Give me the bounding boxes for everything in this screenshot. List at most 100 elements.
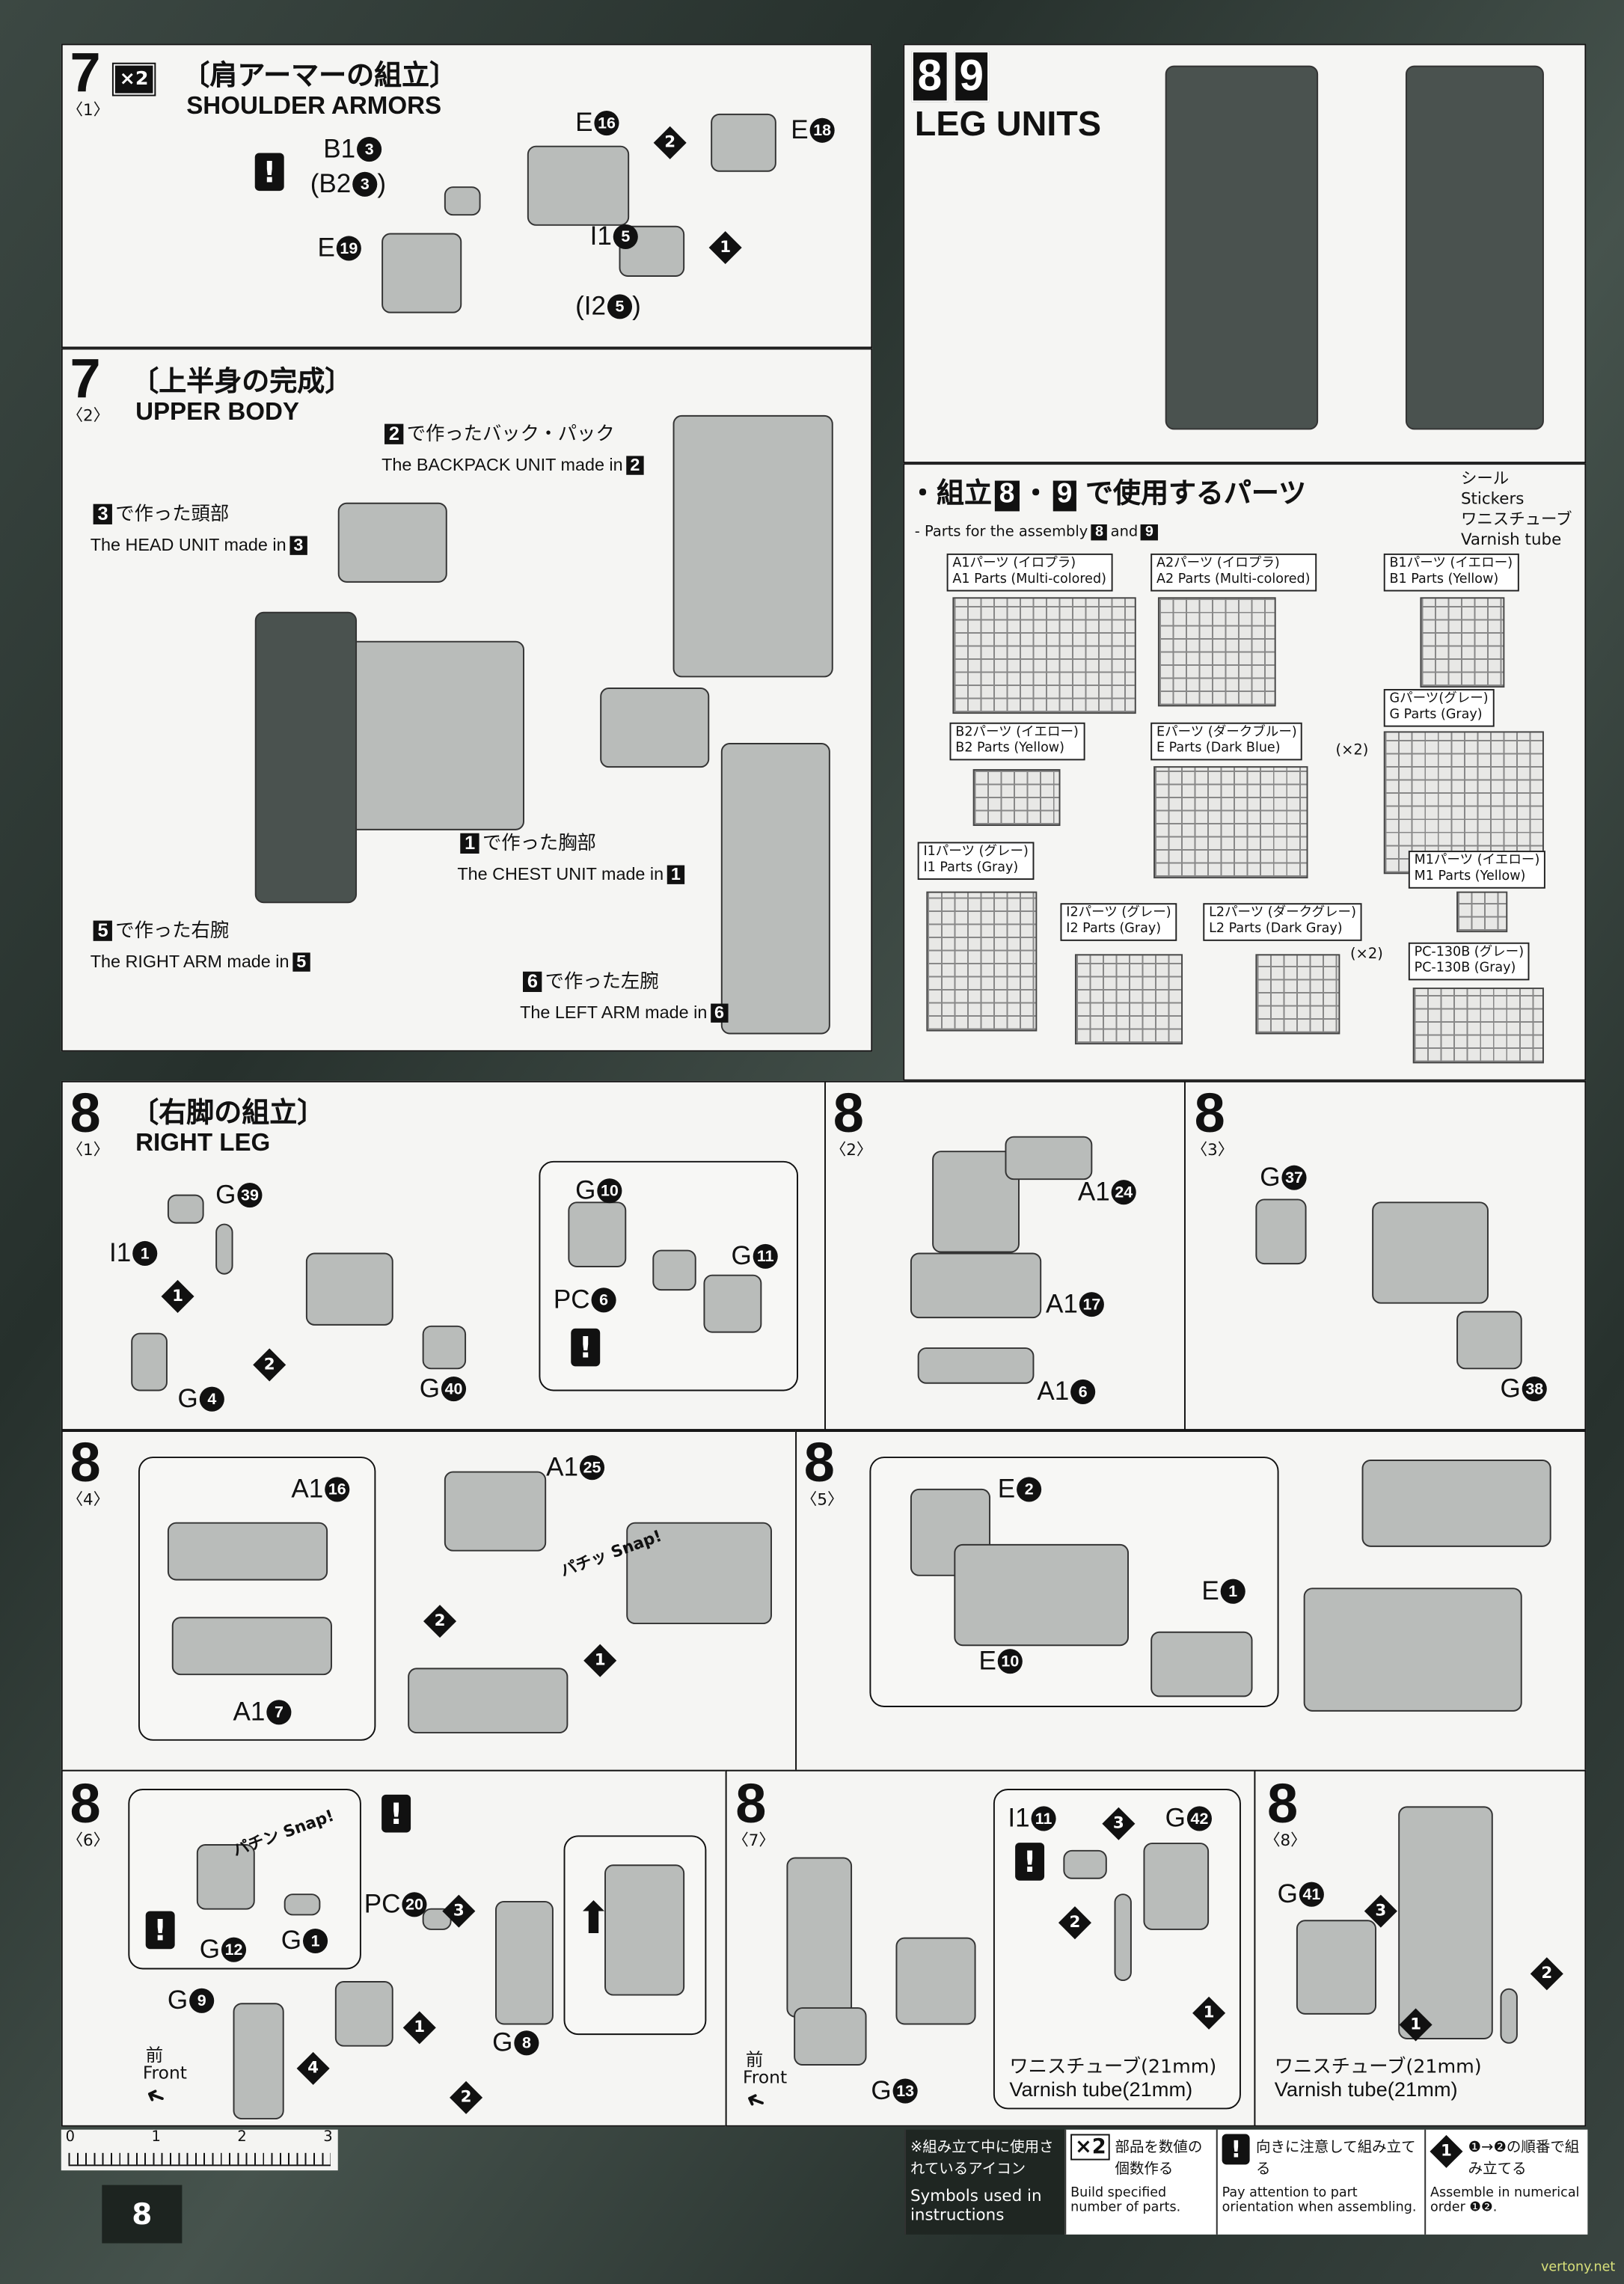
step-number: 8 — [70, 1433, 101, 1495]
runner-label: I2パーツ (グレー)I2 Parts (Gray) — [1060, 903, 1177, 941]
caption-jp: で作った頭部 — [115, 503, 230, 526]
step-substep: 〈7〉 — [732, 1831, 775, 1850]
order-diamond-icon: 1 — [161, 1279, 194, 1313]
notice-icon: ! — [382, 1794, 411, 1833]
stickers-legend: シール Stickers ワニスチューブ Varnish tube — [1461, 469, 1572, 551]
part-number-circle: 20 — [402, 1892, 427, 1917]
part-illustration — [604, 1864, 685, 1996]
part-number-circle: 8 — [514, 2030, 539, 2056]
runner-label-jp: I1パーツ (グレー) — [923, 845, 1029, 860]
part-letter: G — [419, 1374, 441, 1403]
runner-label-en: E Parts (Dark Blue) — [1156, 741, 1281, 756]
parts-title-text: で使用するパーツ — [1085, 477, 1307, 510]
order-diamond-icon: 4 — [296, 2051, 330, 2085]
part-number-circle: 16 — [325, 1477, 350, 1502]
legend-en: Build specified number of parts. — [1070, 2186, 1181, 2216]
caption-en: The HEAD UNIT made in — [90, 534, 287, 555]
part-letter: G — [215, 1180, 236, 1210]
part-illustration — [652, 1249, 696, 1291]
legend-text: Stickers — [1460, 489, 1525, 509]
step-substep: 〈3〉 — [1191, 1140, 1234, 1160]
step-ref-box: 8 — [994, 480, 1020, 512]
watermark: vertony.net — [1541, 2260, 1616, 2276]
part-illustration — [1063, 1849, 1107, 1879]
part-illustration — [408, 1668, 569, 1734]
part-number-circle: 10 — [597, 1178, 622, 1204]
legend-item-order: 1 ❶→❷の順番で組み立てる Assemble in numerical ord… — [1424, 2129, 1588, 2235]
step-substep: 〈5〉 — [800, 1490, 844, 1510]
order-number: 1 — [594, 1650, 606, 1670]
order-number: 1 — [172, 1286, 183, 1305]
part-letter: G — [1260, 1162, 1281, 1192]
runner-label-jp: Gパーツ(グレー) — [1389, 691, 1489, 707]
part-illustration — [131, 1332, 168, 1391]
part-number-circle: 11 — [1031, 1806, 1056, 1831]
runner-label: A1パーツ (イロプラ)A1 Parts (Multi-colored) — [946, 553, 1112, 592]
legend-item-orientation: ! 向きに注意して組み立てる Pay attention to part ori… — [1216, 2129, 1425, 2235]
part-illustration — [703, 1274, 762, 1333]
runner-label-jp: I2パーツ (グレー) — [1066, 906, 1171, 921]
step-substep: 〈2〉 — [830, 1140, 873, 1160]
front-label-jp: 前 — [145, 2045, 164, 2066]
step-ref-box: 9 — [1052, 480, 1077, 512]
part-number-circle: 2 — [1017, 1477, 1042, 1502]
part-illustration — [233, 2003, 284, 2120]
step-ref-box: 1 — [667, 864, 685, 885]
order-diamond-icon: 1 — [1399, 2008, 1433, 2042]
order-diamond-icon: 3 — [442, 1894, 476, 1928]
parts-title-text: ・ — [1022, 477, 1050, 510]
legend-jp: 部品を数値の個数作る — [1115, 2140, 1203, 2178]
step-ref-box: 1 — [460, 832, 480, 854]
step-substep: 〈1〉 — [67, 100, 110, 120]
legend-text: ワニスチューブ — [1460, 509, 1572, 529]
part-illustration — [794, 2007, 867, 2066]
part-letter: G — [871, 2075, 892, 2105]
order-number: 3 — [453, 1900, 465, 1920]
part-illustration — [1303, 1588, 1522, 1712]
order-diamond-icon: 2 — [450, 2081, 483, 2114]
part-number-circle: 16 — [594, 110, 619, 136]
step-substep: 〈6〉 — [67, 1831, 110, 1850]
runner-illustration — [926, 891, 1038, 1032]
parts-subtitle-text: - Parts for the assembly — [914, 524, 1088, 541]
part-number-circle: 1 — [132, 1240, 158, 1267]
order-diamond-icon: 2 — [1530, 1957, 1563, 1991]
legend-en: Pay attention to part orientation when a… — [1222, 2186, 1417, 2216]
part-number-circle: 37 — [1281, 1165, 1307, 1190]
notice-icon: ! — [1222, 2134, 1251, 2165]
part-number-circle: 6 — [1070, 1379, 1096, 1405]
part-illustration — [568, 1201, 627, 1267]
part-letter: E — [1201, 1576, 1219, 1605]
part-illustration — [444, 1471, 547, 1552]
part-number-circle: 1 — [303, 1928, 328, 1954]
part-illustration — [167, 1522, 328, 1581]
order-number: 3 — [1112, 1813, 1124, 1833]
order-number: 2 — [434, 1611, 446, 1630]
step-ref-box: 8 — [1091, 524, 1108, 541]
step-title-jp: 〔上半身の完成〕 — [131, 365, 353, 398]
part-illustration — [444, 186, 481, 216]
runner-label-en: I1 Parts (Gray) — [923, 860, 1019, 876]
part-letter: G — [1500, 1374, 1521, 1403]
part-illustration — [1005, 1136, 1093, 1181]
part-number-circle: 5 — [613, 224, 638, 249]
step-number: 8 — [70, 1774, 101, 1836]
part-letter: A1 — [1037, 1377, 1070, 1406]
part-letter: G — [177, 1383, 198, 1413]
step-number: 7 — [70, 349, 101, 411]
step-number: 8 — [833, 1083, 864, 1145]
part-illustration — [954, 1543, 1130, 1647]
step-ref-box: 2 — [625, 455, 645, 476]
part-illustration — [711, 113, 776, 172]
notice-icon: ! — [254, 153, 284, 192]
part-letter: PC — [553, 1285, 590, 1314]
